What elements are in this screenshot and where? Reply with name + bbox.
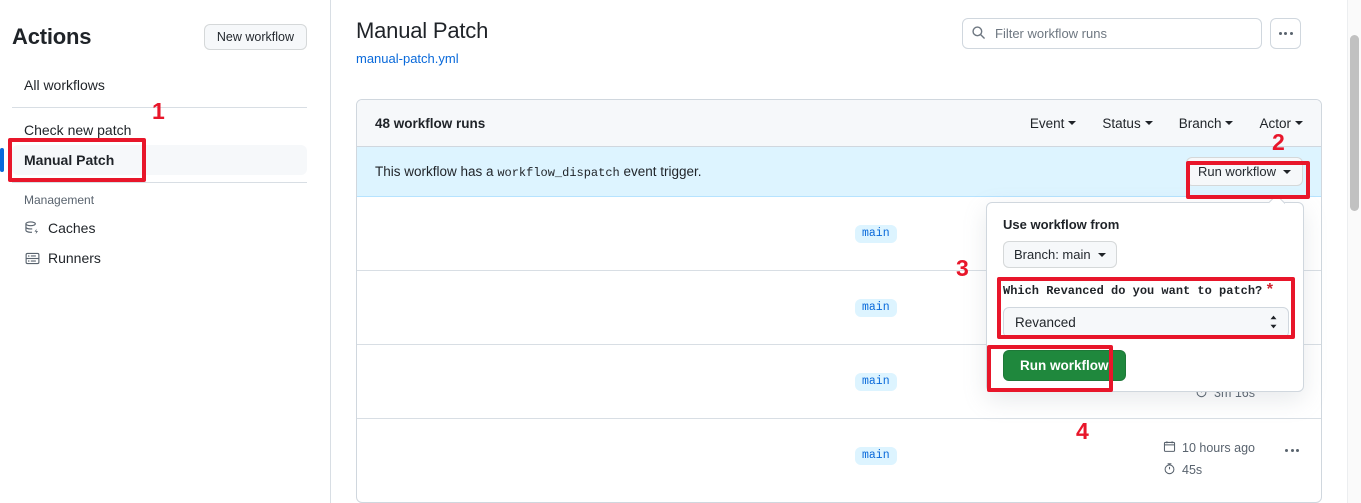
chevron-down-icon	[1295, 121, 1303, 125]
input-label: Which Revanced do you want to patch?	[1003, 284, 1263, 298]
input-label-row: Which Revanced do you want to patch? *	[1003, 281, 1287, 299]
branch-badge: main	[855, 447, 897, 465]
new-workflow-button[interactable]: New workflow	[203, 23, 307, 51]
dispatch-message: This workflow has a workflow_dispatch ev…	[375, 164, 702, 180]
date-text: 10 hours ago	[1182, 441, 1255, 455]
cache-icon	[24, 220, 40, 236]
branch-selector-button[interactable]: Branch: main	[1003, 241, 1117, 268]
sidebar-item-check-new-patch[interactable]: Check new patch	[12, 115, 307, 145]
table-row[interactable]: main	[357, 271, 1321, 345]
duration-text: 45s	[1182, 463, 1203, 477]
dispatch-text-after: event trigger.	[623, 163, 702, 179]
use-workflow-from-label: Use workflow from	[1003, 217, 1120, 232]
search-field-wrapper	[962, 18, 1262, 49]
select-wrapper: Revanced	[1003, 307, 1289, 338]
workflow-file-link[interactable]: manual-patch.yml	[356, 51, 459, 66]
run-workflow-dropdown-panel: Use workflow from Branch: main Which Rev…	[986, 202, 1304, 392]
chevron-down-icon	[1097, 252, 1106, 257]
branch-badge: main	[855, 373, 897, 391]
search-area	[962, 18, 1301, 49]
sidebar-item-label: All workflows	[24, 77, 105, 93]
sidebar-item-label: Caches	[48, 220, 96, 236]
runs-toolbar: 48 workflow runs Event Status Branch	[357, 100, 1321, 147]
sidebar-item-runners[interactable]: Runners	[12, 243, 307, 273]
dispatch-event-code: workflow_dispatch	[497, 165, 620, 180]
sidebar: Actions New workflow All workflows Check…	[0, 0, 331, 503]
table-row[interactable]: main	[357, 197, 1321, 271]
kebab-icon	[1278, 32, 1293, 35]
revanced-select[interactable]: Revanced	[1003, 307, 1289, 338]
sidebar-nav: All workflows Check new patch Manual Pat…	[0, 70, 307, 273]
workflow-dispatch-banner: This workflow has a workflow_dispatch ev…	[357, 147, 1321, 197]
dropdown-caret	[1269, 195, 1285, 204]
chevron-down-icon	[1283, 169, 1291, 174]
filter-label: Status	[1102, 115, 1141, 131]
sidebar-group-management: Management	[24, 193, 95, 207]
sidebar-item-label: Check new patch	[24, 122, 132, 138]
dropdown-body: Use workflow from Branch: main Which Rev…	[987, 203, 1303, 381]
run-workflow-button-label: Run workflow	[1197, 164, 1276, 179]
submit-run-workflow-button[interactable]: Run workflow	[1003, 350, 1126, 381]
table-row[interactable]: main 10 hours ago	[357, 419, 1321, 493]
filter-branch[interactable]: Branch	[1179, 116, 1234, 131]
runs-filters: Event Status Branch Actor	[1030, 116, 1303, 131]
search-input[interactable]	[962, 18, 1262, 49]
filter-event[interactable]: Event	[1030, 116, 1077, 131]
required-marker: *	[1266, 281, 1273, 298]
workflow-title: Manual Patch	[356, 18, 489, 43]
sidebar-item-label: Manual Patch	[24, 152, 115, 168]
branch-selector-label: Branch: main	[1014, 247, 1091, 262]
filter-label: Branch	[1178, 115, 1222, 131]
sidebar-item-manual-patch[interactable]: Manual Patch	[0, 145, 307, 175]
page-scrollbar-track[interactable]	[1347, 0, 1361, 503]
sidebar-item-caches[interactable]: Caches	[12, 213, 307, 243]
row-more-options-button[interactable]	[1285, 449, 1299, 452]
main-content: Manual Patch manual-patch.yml 48 workfl	[331, 0, 1347, 503]
workflow-runs-panel: 48 workflow runs Event Status Branch	[356, 99, 1322, 503]
page-scrollbar-thumb[interactable]	[1350, 35, 1359, 211]
dispatch-text-before: This workflow has a	[375, 163, 494, 179]
run-date: 10 hours ago	[1163, 439, 1255, 457]
calendar-icon	[1163, 440, 1176, 456]
sidebar-item-all-workflows[interactable]: All workflows	[12, 70, 307, 100]
filter-status[interactable]: Status	[1102, 115, 1153, 131]
filter-label: Actor	[1259, 115, 1291, 131]
sidebar-item-label: Runners	[48, 250, 101, 266]
branch-badge: main	[855, 225, 897, 243]
kebab-icon	[1285, 449, 1299, 452]
page-title: Actions	[12, 24, 92, 49]
workflow-header: Manual Patch manual-patch.yml	[356, 18, 488, 66]
filter-actor[interactable]: Actor	[1259, 116, 1303, 131]
run-workflow-dropdown-button[interactable]: Run workflow	[1185, 157, 1303, 186]
sidebar-divider	[12, 182, 307, 183]
stopwatch-icon	[1163, 462, 1176, 478]
more-options-button[interactable]	[1270, 18, 1301, 49]
branch-badge: main	[855, 299, 897, 317]
run-metadata: 10 hours ago 45s	[1163, 439, 1255, 483]
sidebar-header: Actions New workflow	[12, 20, 307, 54]
workflow-input-field: Which Revanced do you want to patch? * R…	[1003, 281, 1289, 338]
runs-count-label: 48 workflow runs	[375, 115, 486, 131]
sidebar-divider	[12, 107, 307, 108]
chevron-down-icon	[1068, 121, 1077, 125]
filter-label: Event	[1029, 115, 1065, 131]
run-duration: 45s	[1163, 461, 1255, 479]
chevron-down-icon	[1144, 121, 1153, 125]
chevron-down-icon	[1225, 121, 1234, 125]
server-icon	[24, 250, 40, 266]
